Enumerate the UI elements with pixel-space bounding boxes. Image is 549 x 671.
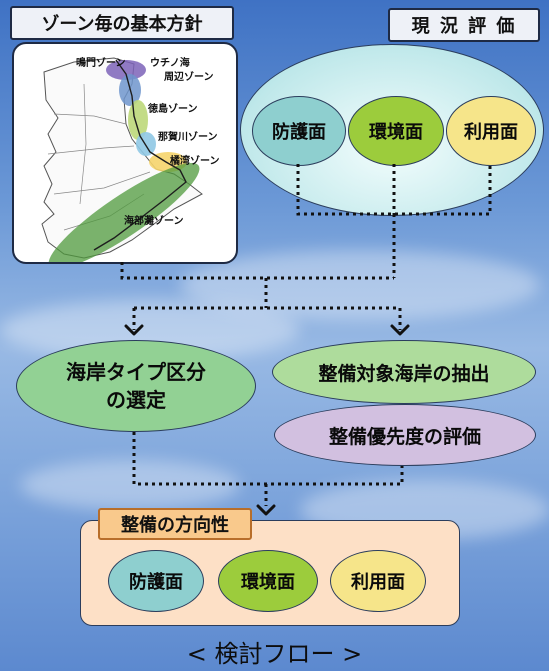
- coast-type-line-1: 海岸タイプ区分: [66, 360, 206, 384]
- eval-riyo: 利用面: [446, 96, 536, 166]
- eval-kankyo: 環境面: [348, 96, 444, 166]
- priority-evaluation: 整備優先度の評価: [274, 404, 536, 466]
- direction-kankyo-label: 環境面: [241, 572, 295, 593]
- zone-policy-title-text: ゾーン毎の基本方針: [41, 14, 203, 35]
- arrow-bottom: [256, 504, 276, 516]
- zone-map-panel: 鳴門ゾーン ウチノ海 周辺ゾーン 徳島ゾーン 那賀川ゾーン 橘湾ゾーン 海部灘ゾ…: [12, 42, 238, 264]
- map-label-nakagawa: 那賀川ゾーン: [158, 132, 218, 143]
- arrow-left: [124, 324, 144, 336]
- naruto-zone-shape: [106, 60, 146, 80]
- direction-bougo-label: 防護面: [129, 572, 183, 593]
- eval-bougo-label: 防護面: [272, 122, 326, 143]
- map-label-tokushima: 徳島ゾーン: [148, 104, 198, 115]
- map-label-tachibana: 橘湾ゾーン: [170, 156, 220, 167]
- map-label-kaifu: 海部灘ゾーン: [124, 216, 184, 227]
- eval-kankyo-label: 環境面: [369, 122, 423, 143]
- direction-riyo-label: 利用面: [351, 572, 405, 593]
- current-eval-title: 現 況 評 価: [388, 8, 540, 42]
- priority-evaluation-label: 整備優先度の評価: [328, 425, 481, 448]
- kaifu-zone-shape: [48, 163, 200, 262]
- map-label-naruto: 鳴門ゾーン: [76, 58, 126, 69]
- zone-policy-title: ゾーン毎の基本方針: [10, 6, 234, 40]
- arrow-right: [390, 324, 410, 336]
- map-label-uchinoumi: ウチノ海: [150, 58, 190, 69]
- map-label-shuhen: 周辺ゾーン: [164, 72, 214, 83]
- target-coast-extraction-label: 整備対象海岸の抽出: [318, 362, 490, 385]
- coast-type-selection: 海岸タイプ区分 の選定: [16, 340, 256, 432]
- flow-caption: < 検討フロー >: [0, 634, 549, 669]
- direction-kankyo: 環境面: [218, 550, 318, 612]
- eval-riyo-label: 利用面: [464, 122, 518, 143]
- current-eval-title-text: 現 況 評 価: [411, 16, 517, 37]
- direction-title-text: 整備の方向性: [121, 515, 229, 536]
- zone-map: [41, 57, 203, 262]
- direction-title: 整備の方向性: [98, 508, 252, 540]
- target-coast-extraction: 整備対象海岸の抽出: [272, 340, 536, 404]
- coast-type-line-2: の選定: [106, 388, 166, 412]
- direction-riyo: 利用面: [330, 550, 426, 612]
- flow-caption-text: < 検討フロー >: [186, 640, 363, 668]
- direction-bougo: 防護面: [108, 550, 204, 612]
- eval-bougo: 防護面: [252, 96, 346, 166]
